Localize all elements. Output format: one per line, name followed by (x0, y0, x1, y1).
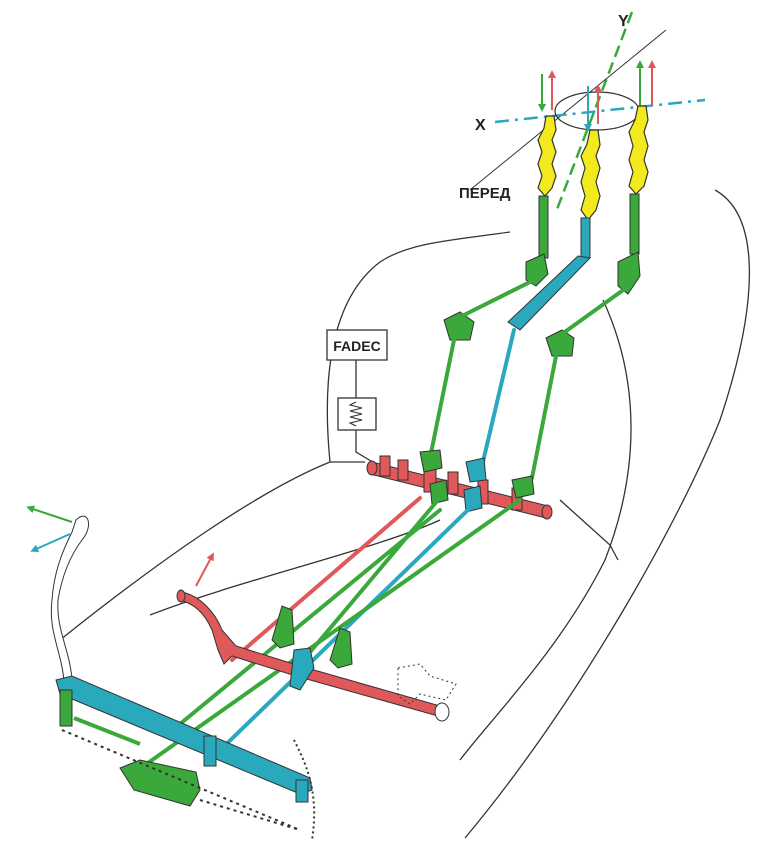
arrow-icon (26, 505, 73, 523)
thin-axis-line (469, 29, 667, 191)
motion-arrows-top (538, 60, 656, 132)
upper-linkage (443, 193, 641, 357)
spring-box (337, 397, 377, 431)
spring-icon (348, 401, 363, 427)
x-axis-line (494, 98, 706, 124)
cyclic-stick-assembly (26, 505, 316, 841)
pedal-assembly (176, 552, 457, 722)
fadec-label: FADEC (333, 338, 380, 354)
y-axis-label: Y (618, 13, 629, 30)
arrow-icon (195, 552, 214, 587)
x-axis-label: X (475, 117, 486, 134)
fadec-unit: FADEC (326, 329, 388, 465)
servo-actuators (537, 105, 649, 222)
servo-middle (580, 129, 601, 222)
arrow-icon (30, 533, 71, 553)
upper-rods (428, 280, 628, 480)
mixing-unit (366, 449, 553, 520)
bellcrank-left (443, 311, 475, 341)
cockpit-outline (59, 189, 751, 839)
control-stick (50, 515, 90, 683)
fadec-box (326, 329, 388, 361)
servo-left (537, 115, 557, 197)
bellcrank-right (545, 329, 575, 357)
long-rods (136, 496, 522, 772)
servo-right (628, 105, 649, 195)
forward-label: ПЕРЕД (459, 185, 511, 202)
